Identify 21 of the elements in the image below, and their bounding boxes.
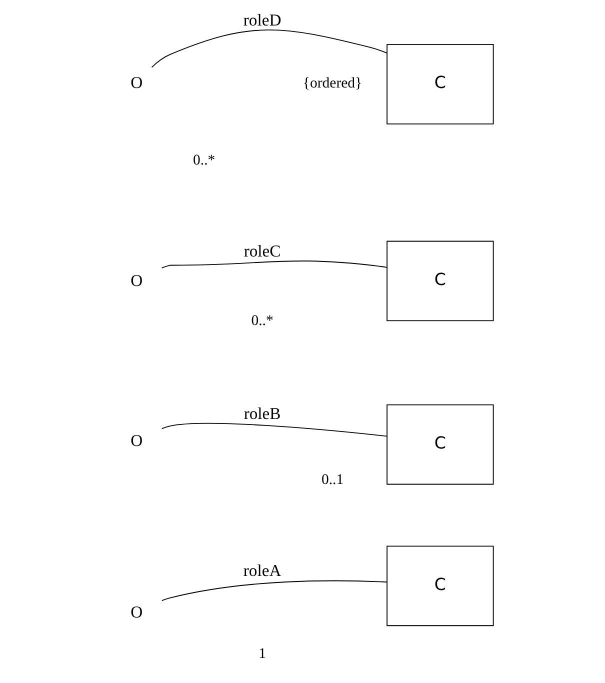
node-box: C <box>386 546 494 626</box>
node-box: C <box>386 44 494 124</box>
edge-label: roleC <box>244 241 281 260</box>
node-text: O <box>130 602 143 622</box>
connector <box>151 29 388 68</box>
edge-label: roleD <box>243 10 282 30</box>
node-box: C <box>386 404 494 485</box>
label: 0..* <box>251 313 274 330</box>
edge-label: roleB <box>244 404 281 424</box>
node-text: O <box>130 430 143 450</box>
node-text: O <box>130 73 143 92</box>
label: 1 <box>258 646 266 662</box>
label: {ordered} <box>302 76 362 92</box>
node-box: C <box>386 240 494 322</box>
label: 0..* <box>193 152 216 168</box>
connector <box>161 260 388 268</box>
label: 0..1 <box>321 472 344 488</box>
edge-label: roleA <box>243 561 282 580</box>
node-text: O <box>130 270 143 290</box>
connector <box>161 422 388 437</box>
connector <box>161 580 388 601</box>
